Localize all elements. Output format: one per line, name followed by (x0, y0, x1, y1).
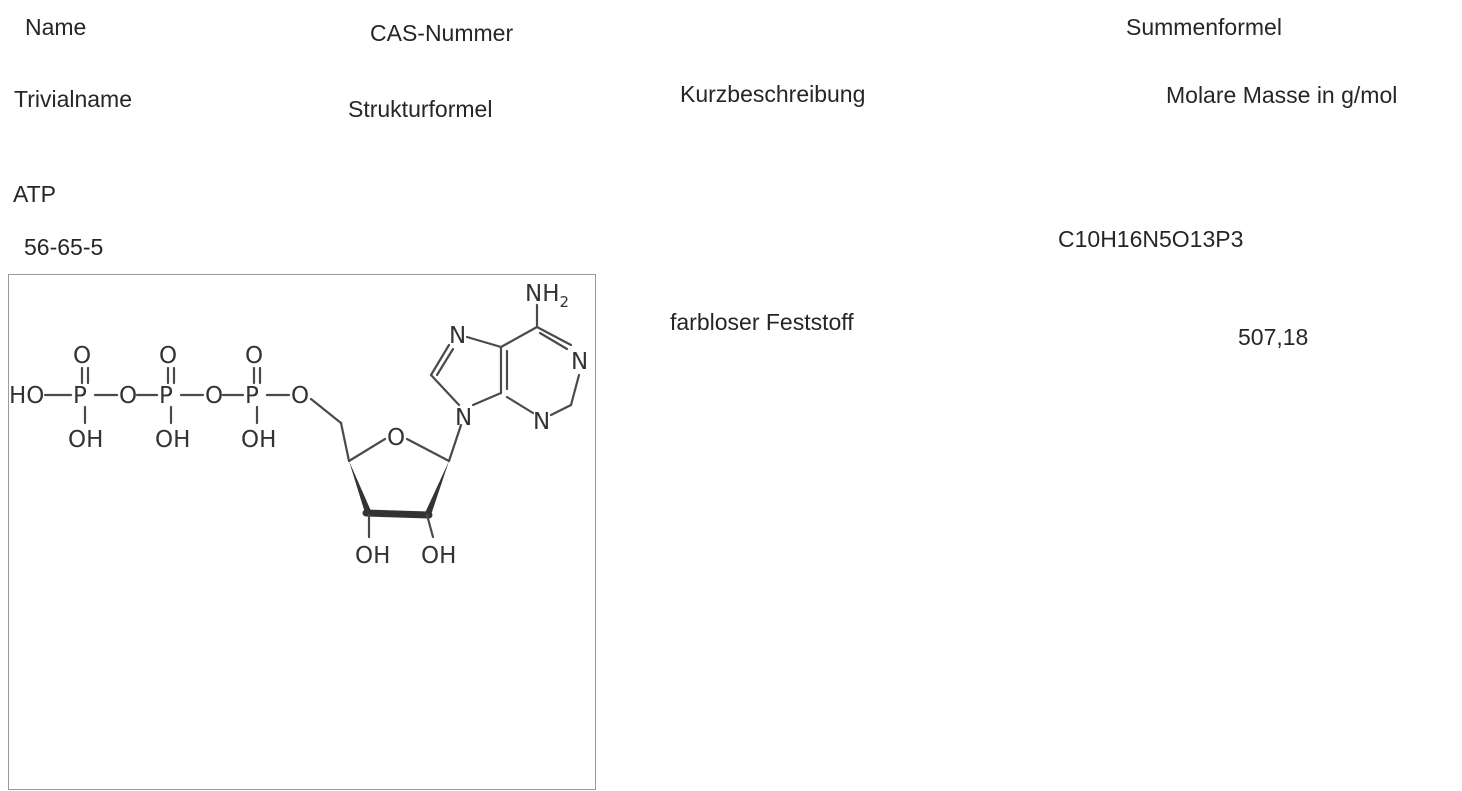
header-name: Name (25, 14, 87, 40)
label-p3: P (245, 383, 259, 409)
header-structure: Strukturformel (348, 96, 493, 122)
label-p1: P (73, 383, 87, 409)
label-o-bridge-2: O (205, 383, 223, 409)
label-n3: N (533, 409, 550, 435)
label-o-top-2: O (159, 343, 177, 369)
label-p2: P (159, 383, 173, 409)
header-molar-mass: Molare Masse in g/mol (1166, 82, 1398, 108)
label-oh-1: OH (68, 427, 103, 453)
compound-name: ATP (13, 181, 57, 207)
label-oh-2: OH (155, 427, 190, 453)
header-trivial-name: Trivialname (14, 86, 133, 112)
label-n9: N (455, 405, 472, 431)
label-o-ester: O (291, 383, 309, 409)
label-oh-ring-2: OH (421, 543, 456, 569)
label-nh2: NH2 (525, 281, 569, 311)
label-oh-ring-1: OH (355, 543, 390, 569)
compound-molar-mass: 507,18 (1238, 324, 1309, 350)
label-o-ring: O (387, 425, 405, 451)
label-oh-3: OH (241, 427, 276, 453)
label-o-bridge-1: O (119, 383, 137, 409)
label-ho: HO (9, 383, 44, 409)
compound-description: farbloser Feststoff (670, 309, 854, 335)
compound-cas: 56-65-5 (24, 234, 104, 260)
label-n1: N (571, 349, 588, 375)
header-formula: Summenformel (1126, 14, 1282, 40)
atp-structure-drawing: HO P O OH O P O OH O P O OH O O (9, 281, 588, 569)
label-o-top-3: O (245, 343, 263, 369)
label-n7: N (449, 323, 466, 349)
compound-formula: C10H16N5O13P3 (1058, 226, 1244, 252)
header-description: Kurzbeschreibung (680, 81, 866, 107)
label-o-top-1: O (73, 343, 91, 369)
structure-formula-image: HO P O OH O P O OH O P O OH O O (8, 274, 596, 790)
header-cas-number: CAS-Nummer (370, 20, 514, 46)
